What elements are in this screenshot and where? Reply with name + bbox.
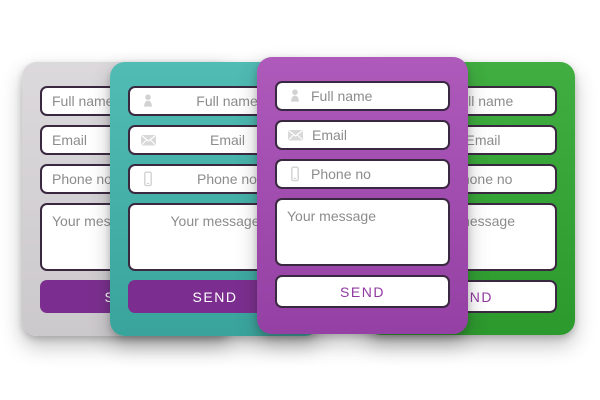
email-placeholder: Email [209,132,245,148]
envelope-icon [287,128,304,142]
email-placeholder: Email [465,132,501,148]
send-button[interactable]: SEND [275,275,450,308]
phone-icon [140,171,156,187]
person-icon [287,88,303,104]
envelope-icon [140,133,157,147]
phone-placeholder: Phone no [197,171,257,187]
full-name-placeholder: Full name [196,93,258,109]
contact-form-card-purple: Full name Email Phone no Your message SE… [257,57,468,334]
email-placeholder: Email [52,132,88,148]
phone-placeholder: Phone no [311,166,371,182]
message-placeholder: Your message [287,208,376,224]
full-name-input[interactable]: Full name [275,81,450,111]
full-name-placeholder: Full name [311,88,373,104]
full-name-placeholder: Full name [52,93,114,109]
message-textarea[interactable]: Your message [275,198,450,266]
person-icon [140,93,156,109]
message-placeholder: Your message [170,213,260,229]
email-input[interactable]: Email [275,120,450,150]
full-name-placeholder: Email [312,127,348,143]
phone-input[interactable]: Phone no [275,159,450,189]
phone-placeholder: Phone no [52,171,112,187]
phone-icon [287,166,303,182]
